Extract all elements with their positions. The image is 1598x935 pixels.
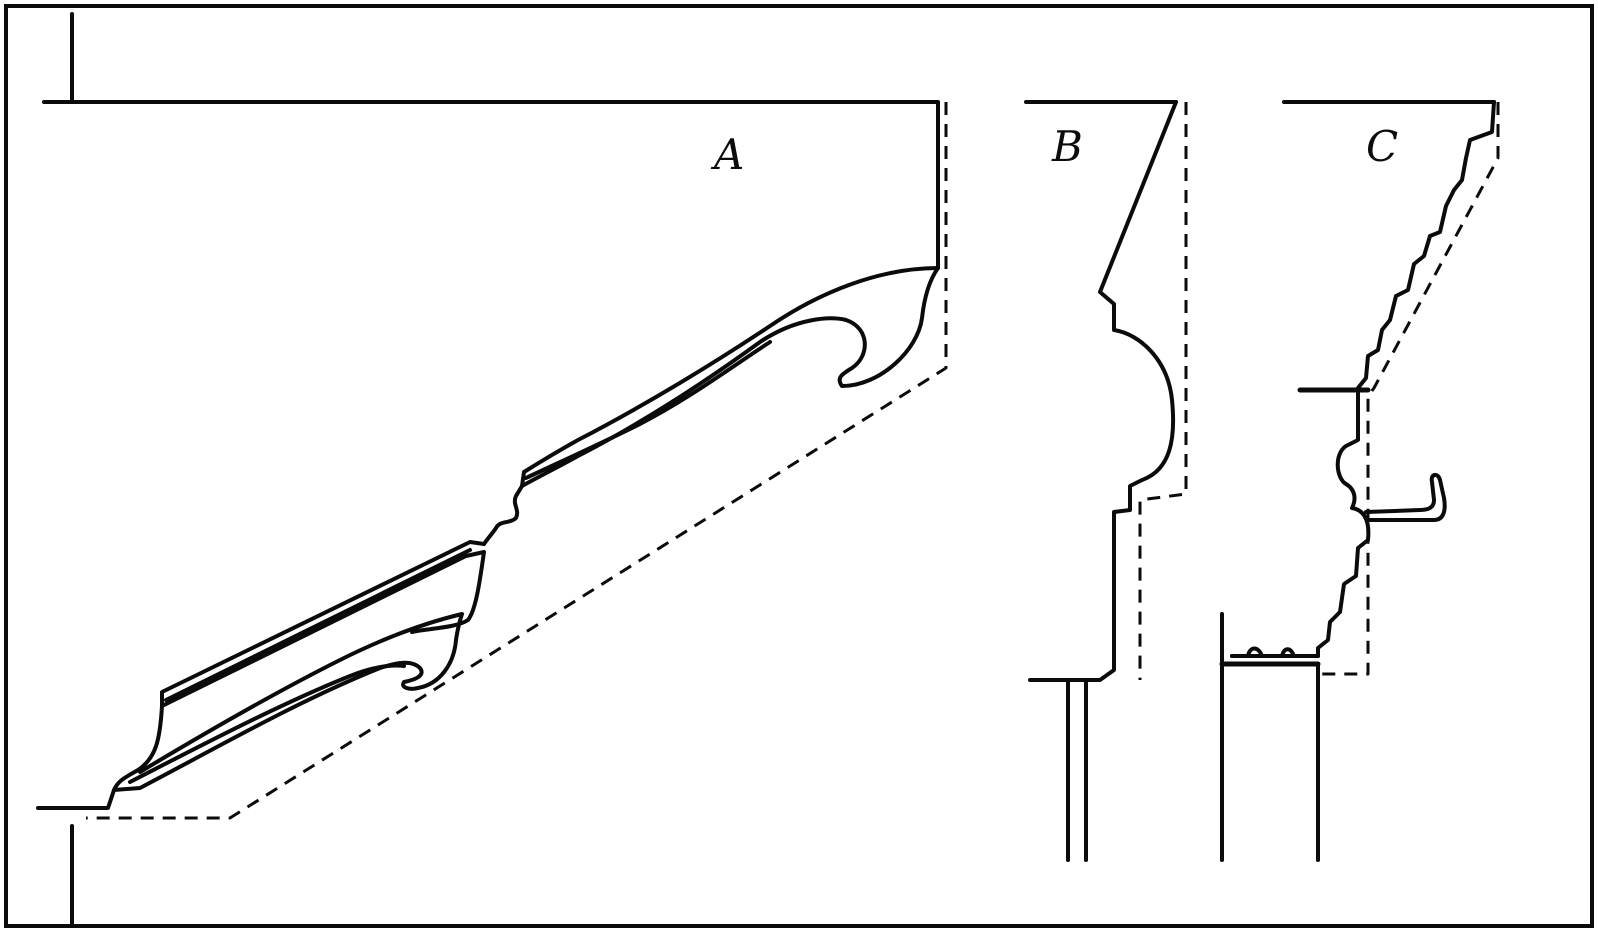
profile-a-bottom-step <box>36 788 116 810</box>
profile-b <box>1024 100 1188 862</box>
profile-c-base-beads <box>1230 646 1320 658</box>
profile-a-lower-scroll-inner <box>128 663 406 784</box>
figure-frame <box>4 4 1594 928</box>
label-a: A <box>710 130 744 179</box>
label-c: C <box>1366 122 1398 171</box>
profile-a-dashed-outline <box>86 102 948 820</box>
profile-c-dashed-outline <box>1320 102 1500 676</box>
profile-a-upper-scroll <box>520 266 940 488</box>
profile-c <box>1219 100 1500 862</box>
profile-a-middle-band-line <box>164 548 472 702</box>
profile-c-stepped-cornice <box>1356 100 1496 390</box>
profile-b-dashed-outline <box>1138 102 1188 680</box>
label-b: B <box>1051 122 1083 171</box>
profile-a-top-line <box>42 100 940 270</box>
profile-c-hook <box>1364 473 1447 522</box>
profile-a-upper-scroll-inner <box>524 340 772 480</box>
profile-a-bead <box>482 484 524 546</box>
profile-b-outline <box>1028 100 1178 682</box>
profile-a-middle-band <box>160 540 486 708</box>
profile-c-lower-mouldings <box>1230 390 1371 658</box>
profile-a <box>36 12 948 928</box>
